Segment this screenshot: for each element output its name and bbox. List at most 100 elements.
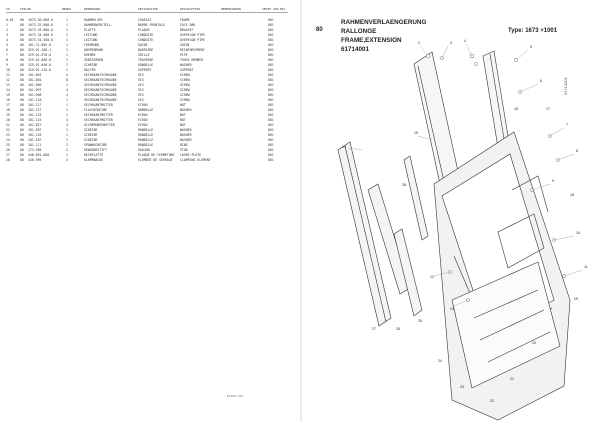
- cell-de: SECHSKANTSCHRAUBE: [84, 93, 117, 97]
- cell-fr: ECROU: [138, 113, 148, 117]
- cell-qty: 2: [66, 63, 68, 67]
- callout-label: 10: [576, 231, 580, 235]
- cell-pos: 2: [6, 28, 8, 32]
- cell-en: SCREW: [180, 78, 190, 82]
- cell-part: 1673.32.000.0: [28, 23, 53, 27]
- cell-mark: 00: [20, 123, 24, 127]
- cell-pos: 3: [6, 33, 8, 37]
- cell-fr: SUPPORT: [138, 68, 152, 72]
- cell-de: ZENTRIEREN: [84, 58, 104, 62]
- cell-part: 101.827: [28, 123, 42, 127]
- callout-label: 24: [438, 359, 442, 363]
- cell-qty: 2: [66, 83, 68, 87]
- cell-qty: 1: [66, 128, 68, 132]
- cell-de: HALTER: [84, 68, 96, 72]
- cell-de: SECHSKANTMUTTER: [84, 118, 113, 122]
- cell-s: 001: [268, 63, 274, 67]
- callout-label: 6: [540, 79, 542, 83]
- header-remarks: BEMERKUNGEN: [221, 7, 241, 11]
- cell-en: NUT: [180, 113, 186, 117]
- cell-pos: 16: [6, 98, 10, 102]
- cell-s: 001: [268, 123, 274, 127]
- cell-pos: 4: [6, 38, 8, 42]
- cell-mark: 00: [20, 88, 24, 92]
- header-series: SERIE VON-BIS: [262, 7, 286, 11]
- cell-pos: 8: [6, 58, 8, 62]
- cell-fr: RONDELLE: [138, 108, 154, 112]
- callout-label: 26: [396, 327, 400, 331]
- callout-label: 2: [418, 41, 420, 45]
- cell-fr: ELEMENT DE SERRAGE: [138, 158, 173, 162]
- cell-qty: 1: [66, 138, 68, 142]
- cell-qty: 1: [66, 58, 68, 62]
- cell-qty: 1: [66, 103, 68, 107]
- cell-de: RUEHRE: [84, 53, 96, 57]
- callout-label: 13: [450, 307, 454, 311]
- cell-pos: 5: [6, 43, 8, 47]
- parts-list-page: [0, 0, 300, 422]
- cell-fr: RONDELLE: [138, 63, 154, 67]
- title-english: FRAME,EXTENSION: [341, 37, 402, 44]
- cell-fr: TRAVERSE: [138, 58, 154, 62]
- cell-en: NUT: [180, 118, 186, 122]
- cell-part: 329.01.100.1: [28, 48, 52, 52]
- cell-de: FLACHSCHEIBE: [84, 108, 108, 112]
- cell-s: 001: [268, 98, 274, 102]
- cell-de: SCHEIBE: [84, 63, 98, 67]
- cell-en: FACE BAR: [180, 23, 196, 27]
- cell-mark: 00: [20, 148, 24, 152]
- header-id: ID: [6, 7, 10, 11]
- cell-en: SCREW: [180, 88, 190, 92]
- cell-mark: 00: [20, 28, 24, 32]
- cell-part: 101.117: [28, 103, 42, 107]
- cell-fr: ECROU: [138, 103, 148, 107]
- cell-mark: 00: [20, 143, 24, 147]
- cell-part: 329.01.040.0: [28, 63, 52, 67]
- cell-de: KLEMMBACKE: [84, 158, 104, 162]
- callout-label: 20: [532, 341, 536, 345]
- cell-qty: 1: [66, 28, 68, 32]
- cell-s: 001: [268, 133, 274, 137]
- cell-mark: 00: [20, 108, 24, 112]
- cell-en: WASHER: [180, 133, 192, 137]
- cell-de: SCHEIBE: [84, 138, 98, 142]
- cell-mark: 00: [20, 18, 24, 22]
- header-qty: MENGE: [62, 7, 72, 11]
- nut-icon: [474, 62, 478, 66]
- cell-qty: 1: [66, 53, 68, 57]
- cell-pos: 0.01: [6, 18, 14, 22]
- cell-mark: 00: [20, 153, 24, 157]
- callout-label: 15: [414, 131, 418, 135]
- frame-lower-window: [451, 261, 561, 389]
- cell-de: GEWINDESTIFT: [84, 148, 108, 152]
- cell-fr: CONDUITE: [138, 33, 154, 37]
- cell-pos: 6: [6, 48, 8, 52]
- cell-part: 181.31.002.0: [28, 43, 52, 47]
- cell-s: 001: [268, 18, 274, 22]
- cell-en: CLAMPING ELEMENT: [180, 158, 211, 162]
- cell-fr: GOUJON: [138, 148, 150, 152]
- cell-s: 001: [268, 83, 274, 87]
- cell-qty: 4: [66, 73, 68, 77]
- frame-slots: [473, 289, 551, 363]
- drawing-number: 61714001: [341, 46, 370, 53]
- cell-en: REINFORCEMENT: [180, 48, 205, 52]
- cell-de: SECHSKANTMUTTER: [84, 103, 113, 107]
- cell-fr: ECROU: [138, 118, 148, 122]
- cell-part: 1673.33.000.0: [28, 28, 53, 32]
- cell-mark: 00: [20, 38, 24, 42]
- cell-de: SECHSKANTMUTTER: [84, 113, 113, 117]
- callout-label: 8: [576, 149, 578, 153]
- left-rail-edge: [344, 145, 387, 323]
- cell-en: OVERFLOW PIPE: [180, 33, 205, 37]
- cell-de: RAHMENVERSTELL.: [84, 23, 113, 27]
